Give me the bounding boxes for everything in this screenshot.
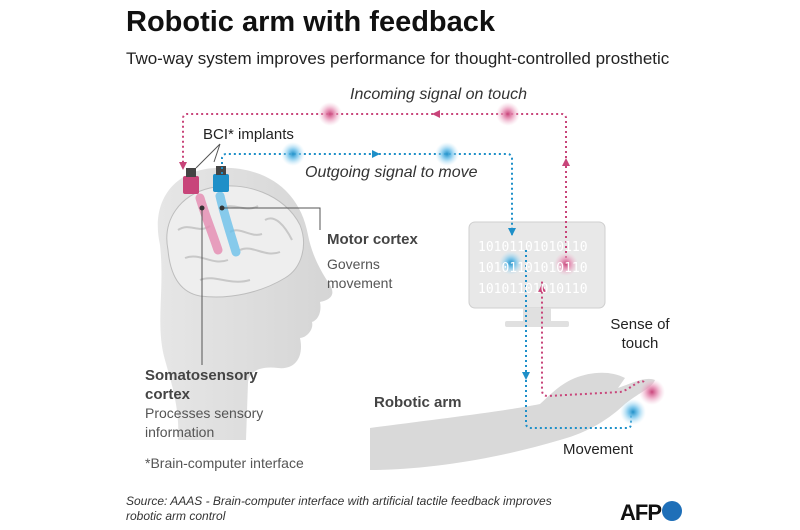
binary-row: 10101101010110 (478, 261, 588, 276)
incoming-glow-3 (554, 252, 578, 276)
binary-row: 10101101010110 (478, 282, 588, 297)
incoming-arrow-2 (562, 158, 570, 166)
incoming-signal-path (182, 113, 645, 398)
outgoing-signal-label: Outgoing signal to move (305, 164, 478, 181)
blue-implant (213, 174, 229, 192)
screen-binary: 10101101010110 10101101010110 1010110101… (478, 237, 588, 300)
brain-folds (177, 205, 293, 283)
somatosensory-title: Somatosensory cortex (145, 367, 258, 403)
outgoing-arrow-2 (508, 228, 516, 236)
binary-row: 10101101010110 (478, 240, 588, 255)
robotic-arm-label: Robotic arm (374, 394, 462, 411)
incoming-arrow-1 (432, 110, 440, 118)
afp-logo-circle (662, 501, 682, 521)
somatosensory-cortex-band (195, 193, 223, 255)
computer-base (505, 321, 569, 327)
footnote: *Brain-computer interface (145, 455, 304, 471)
page-title: Robotic arm with feedback (126, 6, 496, 38)
outgoing-signal-path (221, 153, 632, 429)
implant-leader (195, 143, 221, 169)
pink-implant-cap (186, 168, 196, 177)
incoming-glow-1 (318, 102, 342, 126)
somato-cortex-dot (199, 205, 205, 211)
robotic-arm-shape (370, 372, 655, 470)
outgoing-glow-1 (281, 142, 305, 166)
incoming-glow-4 (639, 379, 665, 405)
motor-cortex-title: Motor cortex (327, 231, 418, 248)
incoming-arrow-4 (179, 162, 187, 170)
implants-label: BCI* implants (203, 126, 294, 143)
outgoing-arrow-3 (522, 372, 530, 380)
page-subtitle: Two-way system improves performance for … (126, 49, 670, 68)
incoming-glow-2 (496, 102, 520, 126)
movement-label: Movement (563, 441, 634, 458)
computer-stand (523, 308, 551, 322)
sense-of-touch-label: Sense of touch (610, 316, 670, 352)
afp-logo: AFP (620, 500, 662, 525)
incoming-arrow-3 (538, 284, 546, 292)
somatosensory-description: Processes sensory information (145, 405, 264, 440)
outgoing-glow-2 (435, 142, 459, 166)
outgoing-arrow-1 (372, 150, 380, 158)
incoming-signal-label: Incoming signal on touch (350, 86, 527, 103)
outgoing-glow-4 (620, 399, 646, 425)
motor-cortex-dot (219, 205, 225, 211)
pink-implant (183, 176, 199, 194)
motor-cortex-leader (222, 207, 321, 230)
source-text: Source: AAAS - Brain-computer interface … (126, 494, 552, 523)
outgoing-glow-3 (499, 251, 523, 275)
blue-implant-cap (216, 166, 226, 175)
motor-cortex-description: Governs movement (327, 256, 393, 291)
motor-cortex-band (215, 191, 241, 257)
